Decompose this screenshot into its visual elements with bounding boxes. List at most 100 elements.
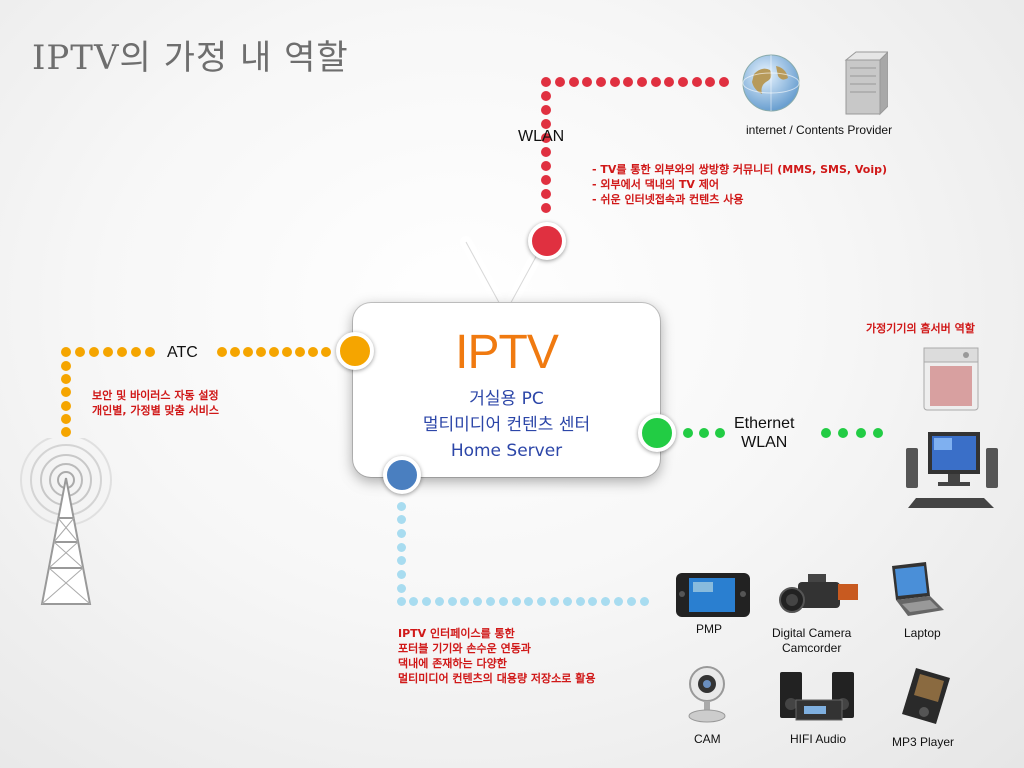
connector-dot (715, 428, 725, 438)
atc-note: 보안 및 바이러스 자동 설정 (92, 389, 219, 402)
connector-dot (541, 161, 551, 171)
connector-dot (473, 596, 483, 606)
connector-dot (269, 347, 279, 357)
devices-note: IPTV 인터페이스를 통한 포터블 기기와 손수운 연동과 댁내에 존재하는 … (398, 626, 595, 686)
center-line-2: 멀티미디어 컨텐츠 센터 (422, 415, 591, 435)
connector-dot (626, 596, 636, 606)
connector-dot (555, 77, 565, 87)
connector-dot (588, 596, 598, 606)
connector-dot (486, 596, 496, 606)
laptop-icon (892, 562, 944, 616)
connector-dot (705, 77, 716, 87)
connector-dot (61, 427, 71, 437)
hifi-audio-icon (780, 672, 854, 721)
connector-dot (719, 77, 729, 87)
connector-dot (639, 596, 649, 606)
connector-dot (511, 596, 521, 606)
connector-dot (434, 596, 444, 606)
connector-dot (61, 413, 71, 424)
devices-note-line: 포터블 기기와 손수운 연동과 (398, 642, 531, 655)
devices-note-line: 댁내에 존재하는 다양한 (398, 657, 507, 670)
connector-dot (396, 528, 406, 538)
connector-dot (541, 175, 551, 185)
connector-dot (691, 77, 702, 87)
ethernet-label-line: Ethernet (734, 415, 795, 432)
laptop-label: Laptop (904, 626, 941, 640)
wlan-notes: - TV를 통한 외부와의 쌍방향 커뮤니티 (MMS, SMS, Voip) … (592, 162, 887, 207)
webcam-icon (688, 666, 726, 723)
connector-dot (61, 361, 71, 371)
slide-title: IPTV의 가정 내 역할 (32, 38, 349, 78)
atc-note: 개인별, 가정별 맞춤 서비스 (92, 404, 219, 417)
connector-dot (498, 596, 508, 606)
connector-dot (541, 119, 551, 129)
connector-dot (61, 387, 71, 398)
wlan-node (528, 222, 566, 260)
connector-dot (568, 77, 579, 87)
connector-dot (838, 428, 849, 438)
connector-dot (855, 428, 866, 438)
connector-dot (321, 347, 331, 357)
connector-dot (131, 347, 141, 357)
connector-dot (396, 515, 406, 525)
connector-dot (230, 347, 240, 357)
globe-icon (742, 54, 800, 112)
atc-node (336, 332, 374, 370)
connector-dot (103, 347, 113, 357)
connector-dot (582, 77, 593, 87)
connector-dot (409, 596, 419, 606)
iptv-center-box: IPTV 거실용 PC 멀티미디어 컨텐츠 센터 Home Server (353, 303, 660, 477)
connector-dot (422, 596, 432, 606)
connector-dot (282, 347, 292, 357)
connector-dot (145, 347, 155, 357)
connector-dot (256, 347, 266, 357)
connector-dot (549, 596, 559, 606)
connector-dot (541, 189, 551, 199)
pmp-icon (676, 573, 750, 617)
camera-label: Digital Camera Camcorder (772, 626, 851, 656)
connector-dot (537, 596, 547, 606)
connector-dot (396, 556, 406, 566)
connector-dot (75, 347, 85, 357)
ethernet-note: 가정기기의 홈서버 역할 (866, 322, 975, 335)
connector-dot (61, 347, 71, 357)
ethernet-node (638, 414, 676, 452)
connector-dot (650, 77, 661, 87)
connector-dot (541, 203, 551, 213)
camera-label-line: Camcorder (782, 641, 842, 655)
hifi-label: HIFI Audio (790, 732, 847, 746)
mp3-player-icon (902, 668, 950, 724)
ethernet-label: Ethernet WLAN (734, 414, 794, 452)
connector-dot (396, 569, 406, 579)
connector-dot (308, 347, 318, 357)
devices-node (383, 456, 421, 494)
connector-dot (295, 347, 305, 357)
desktop-pc-icon (906, 432, 998, 508)
connector-dot (541, 91, 551, 101)
connector-dot (873, 428, 883, 438)
connector-dot (396, 583, 406, 593)
connector-dot (460, 596, 470, 606)
connector-dot (541, 77, 551, 87)
server-icon (844, 51, 888, 116)
connector-dot (541, 105, 551, 115)
wlan-note: - 쉬운 인터넷접속과 컨텐츠 사용 (592, 193, 744, 206)
connector-dot (541, 147, 551, 157)
connector-dot (637, 77, 647, 87)
center-line-3: Home Server (450, 441, 563, 461)
connector-dot (613, 596, 623, 606)
wlan-note: - TV를 통한 외부와의 쌍방향 커뮤니티 (MMS, SMS, Voip) (592, 163, 888, 176)
connector-dot (243, 347, 253, 357)
connector-dot (664, 77, 675, 87)
devices-note-line: IPTV 인터페이스를 통한 (398, 627, 515, 640)
provider-caption: internet / Contents Provider (746, 123, 893, 137)
connector-dot (89, 347, 99, 357)
home-appliance-icon (923, 347, 979, 411)
broadcast-tower-icon (20, 438, 112, 605)
cam-label: CAM (694, 732, 721, 746)
connector-dot (623, 77, 634, 87)
wlan-note: - 외부에서 댁내의 TV 제어 (592, 178, 719, 191)
connector-dot (699, 428, 709, 438)
camcorder-icon (779, 574, 858, 613)
ethernet-label-line: WLAN (741, 434, 788, 451)
